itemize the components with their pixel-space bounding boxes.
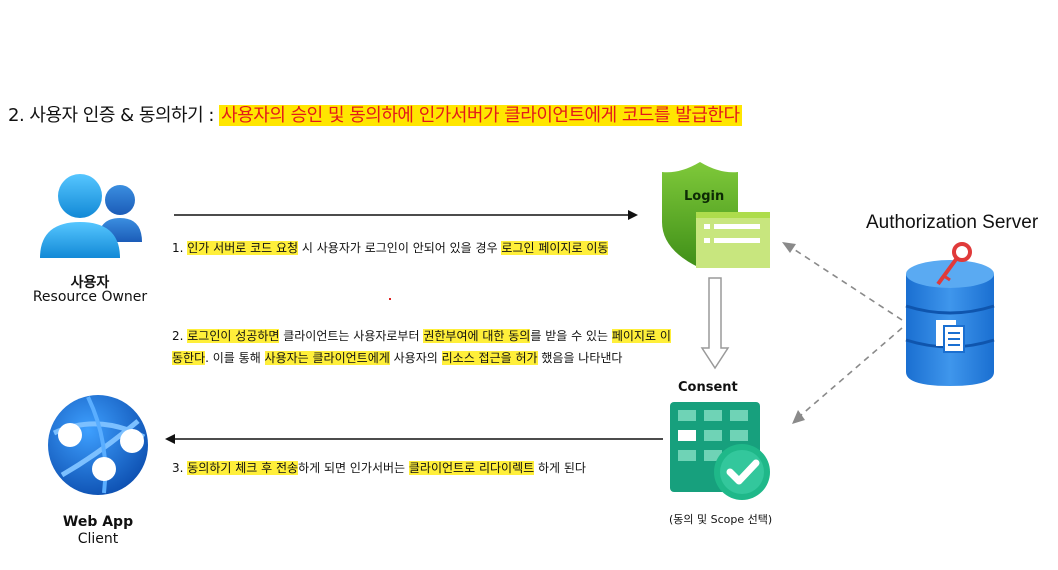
- client-name: Web App: [62, 514, 134, 530]
- step-2-line-2: 동한다. 이를 통해 사용자는 클라이언트에게 사용자의 리소스 접근을 허가 …: [172, 351, 623, 365]
- login-label: Login: [684, 189, 725, 204]
- title-prefix: 2. 사용자 인증 & 동의하기 :: [8, 105, 214, 126]
- title-highlight: 사용자의 승인 및 동의하에 인가서버가 클라이언트에게 코드를 발급한다: [219, 105, 742, 126]
- page-title: 2. 사용자 인증 & 동의하기 : 사용자의 승인 및 동의하에 인가서버가 …: [8, 101, 742, 127]
- consent-label: Consent: [678, 380, 738, 395]
- user-icon: [40, 174, 142, 258]
- stray-dot: [389, 298, 391, 300]
- flow-down-arrow: [700, 277, 730, 370]
- consent-grid-icon: [670, 402, 770, 500]
- database-server-icon: [905, 242, 995, 386]
- key-icon: [936, 242, 972, 286]
- auth-server-label: Authorization Server: [866, 212, 1039, 233]
- step-1-text: 1. 인가 서버로 코드 요청 시 사용자가 로그인이 안되어 있을 경우 로그…: [172, 241, 609, 255]
- user-name: 사용자: [70, 275, 110, 291]
- user-role: Resource Owner: [32, 289, 148, 305]
- step-2-line-1: 2. 로그인이 성공하면 클라이언트는 사용자로부터 권한부여에 대한 동의를 …: [172, 329, 671, 343]
- client-role: Client: [77, 531, 119, 547]
- redirect-arrow: [165, 434, 663, 444]
- step-3-text: 3. 동의하기 체크 후 전송하게 되면 인가서버는 클라이언트로 리다이렉트 …: [172, 461, 586, 475]
- consent-caption: (동의 및 Scope 선택): [669, 513, 773, 526]
- auth-dashed-arrows: [782, 242, 903, 424]
- request-arrow: [174, 210, 638, 220]
- web-app-icon: [48, 395, 148, 495]
- login-shield-icon: [662, 162, 770, 268]
